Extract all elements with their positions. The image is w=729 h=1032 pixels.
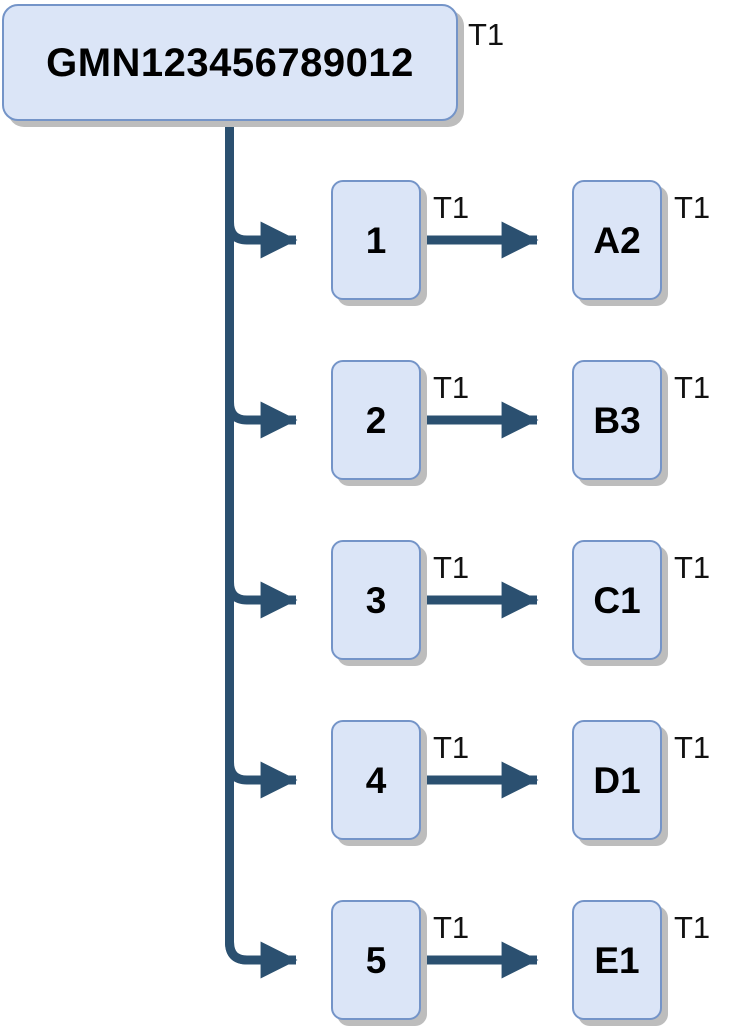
edge-trunk-vertical (225, 120, 258, 965)
node-leaf-3[interactable]: C1 (572, 540, 662, 660)
node-leaf-2-label: B3 (593, 399, 641, 441)
edge-label-root: T1 (468, 17, 505, 52)
edge-label-middle-2: T1 (433, 370, 470, 405)
node-leaf-3-label: C1 (593, 579, 641, 621)
edge-branch-3 (225, 581, 298, 619)
node-root[interactable]: GMN123456789012 (2, 4, 458, 121)
node-middle-2-label: 2 (365, 399, 387, 441)
node-leaf-1-label: A2 (593, 219, 641, 261)
node-leaf-1[interactable]: A2 (572, 180, 662, 300)
edge-label-middle-1: T1 (433, 190, 470, 225)
edge-label-leaf-4: T1 (674, 730, 711, 765)
edge-label-leaf-5: T1 (674, 910, 711, 945)
node-middle-3[interactable]: 3 (331, 540, 421, 660)
edge-branch-1 (225, 221, 298, 259)
node-leaf-4[interactable]: D1 (572, 720, 662, 840)
edge-label-leaf-2: T1 (674, 370, 711, 405)
edge-label-leaf-3: T1 (674, 550, 711, 585)
node-middle-1[interactable]: 1 (331, 180, 421, 300)
node-leaf-5[interactable]: E1 (572, 900, 662, 1020)
edge-branch-2 (225, 401, 298, 439)
edge-branch-4 (225, 761, 298, 799)
node-middle-2[interactable]: 2 (331, 360, 421, 480)
node-middle-5[interactable]: 5 (331, 900, 421, 1020)
edge-label-middle-4: T1 (433, 730, 470, 765)
node-leaf-2[interactable]: B3 (572, 360, 662, 480)
edge-branch-5 (225, 941, 298, 979)
node-leaf-5-label: E1 (594, 939, 640, 981)
edge-label-middle-3: T1 (433, 550, 470, 585)
edge-label-middle-5: T1 (433, 910, 470, 945)
node-middle-3-label: 3 (365, 579, 387, 621)
node-root-label: GMN123456789012 (46, 40, 414, 85)
node-middle-1-label: 1 (365, 219, 387, 261)
node-middle-4-label: 4 (365, 759, 387, 801)
edge-label-leaf-1: T1 (674, 190, 711, 225)
node-leaf-4-label: D1 (593, 759, 641, 801)
node-middle-5-label: 5 (365, 939, 387, 981)
node-middle-4[interactable]: 4 (331, 720, 421, 840)
